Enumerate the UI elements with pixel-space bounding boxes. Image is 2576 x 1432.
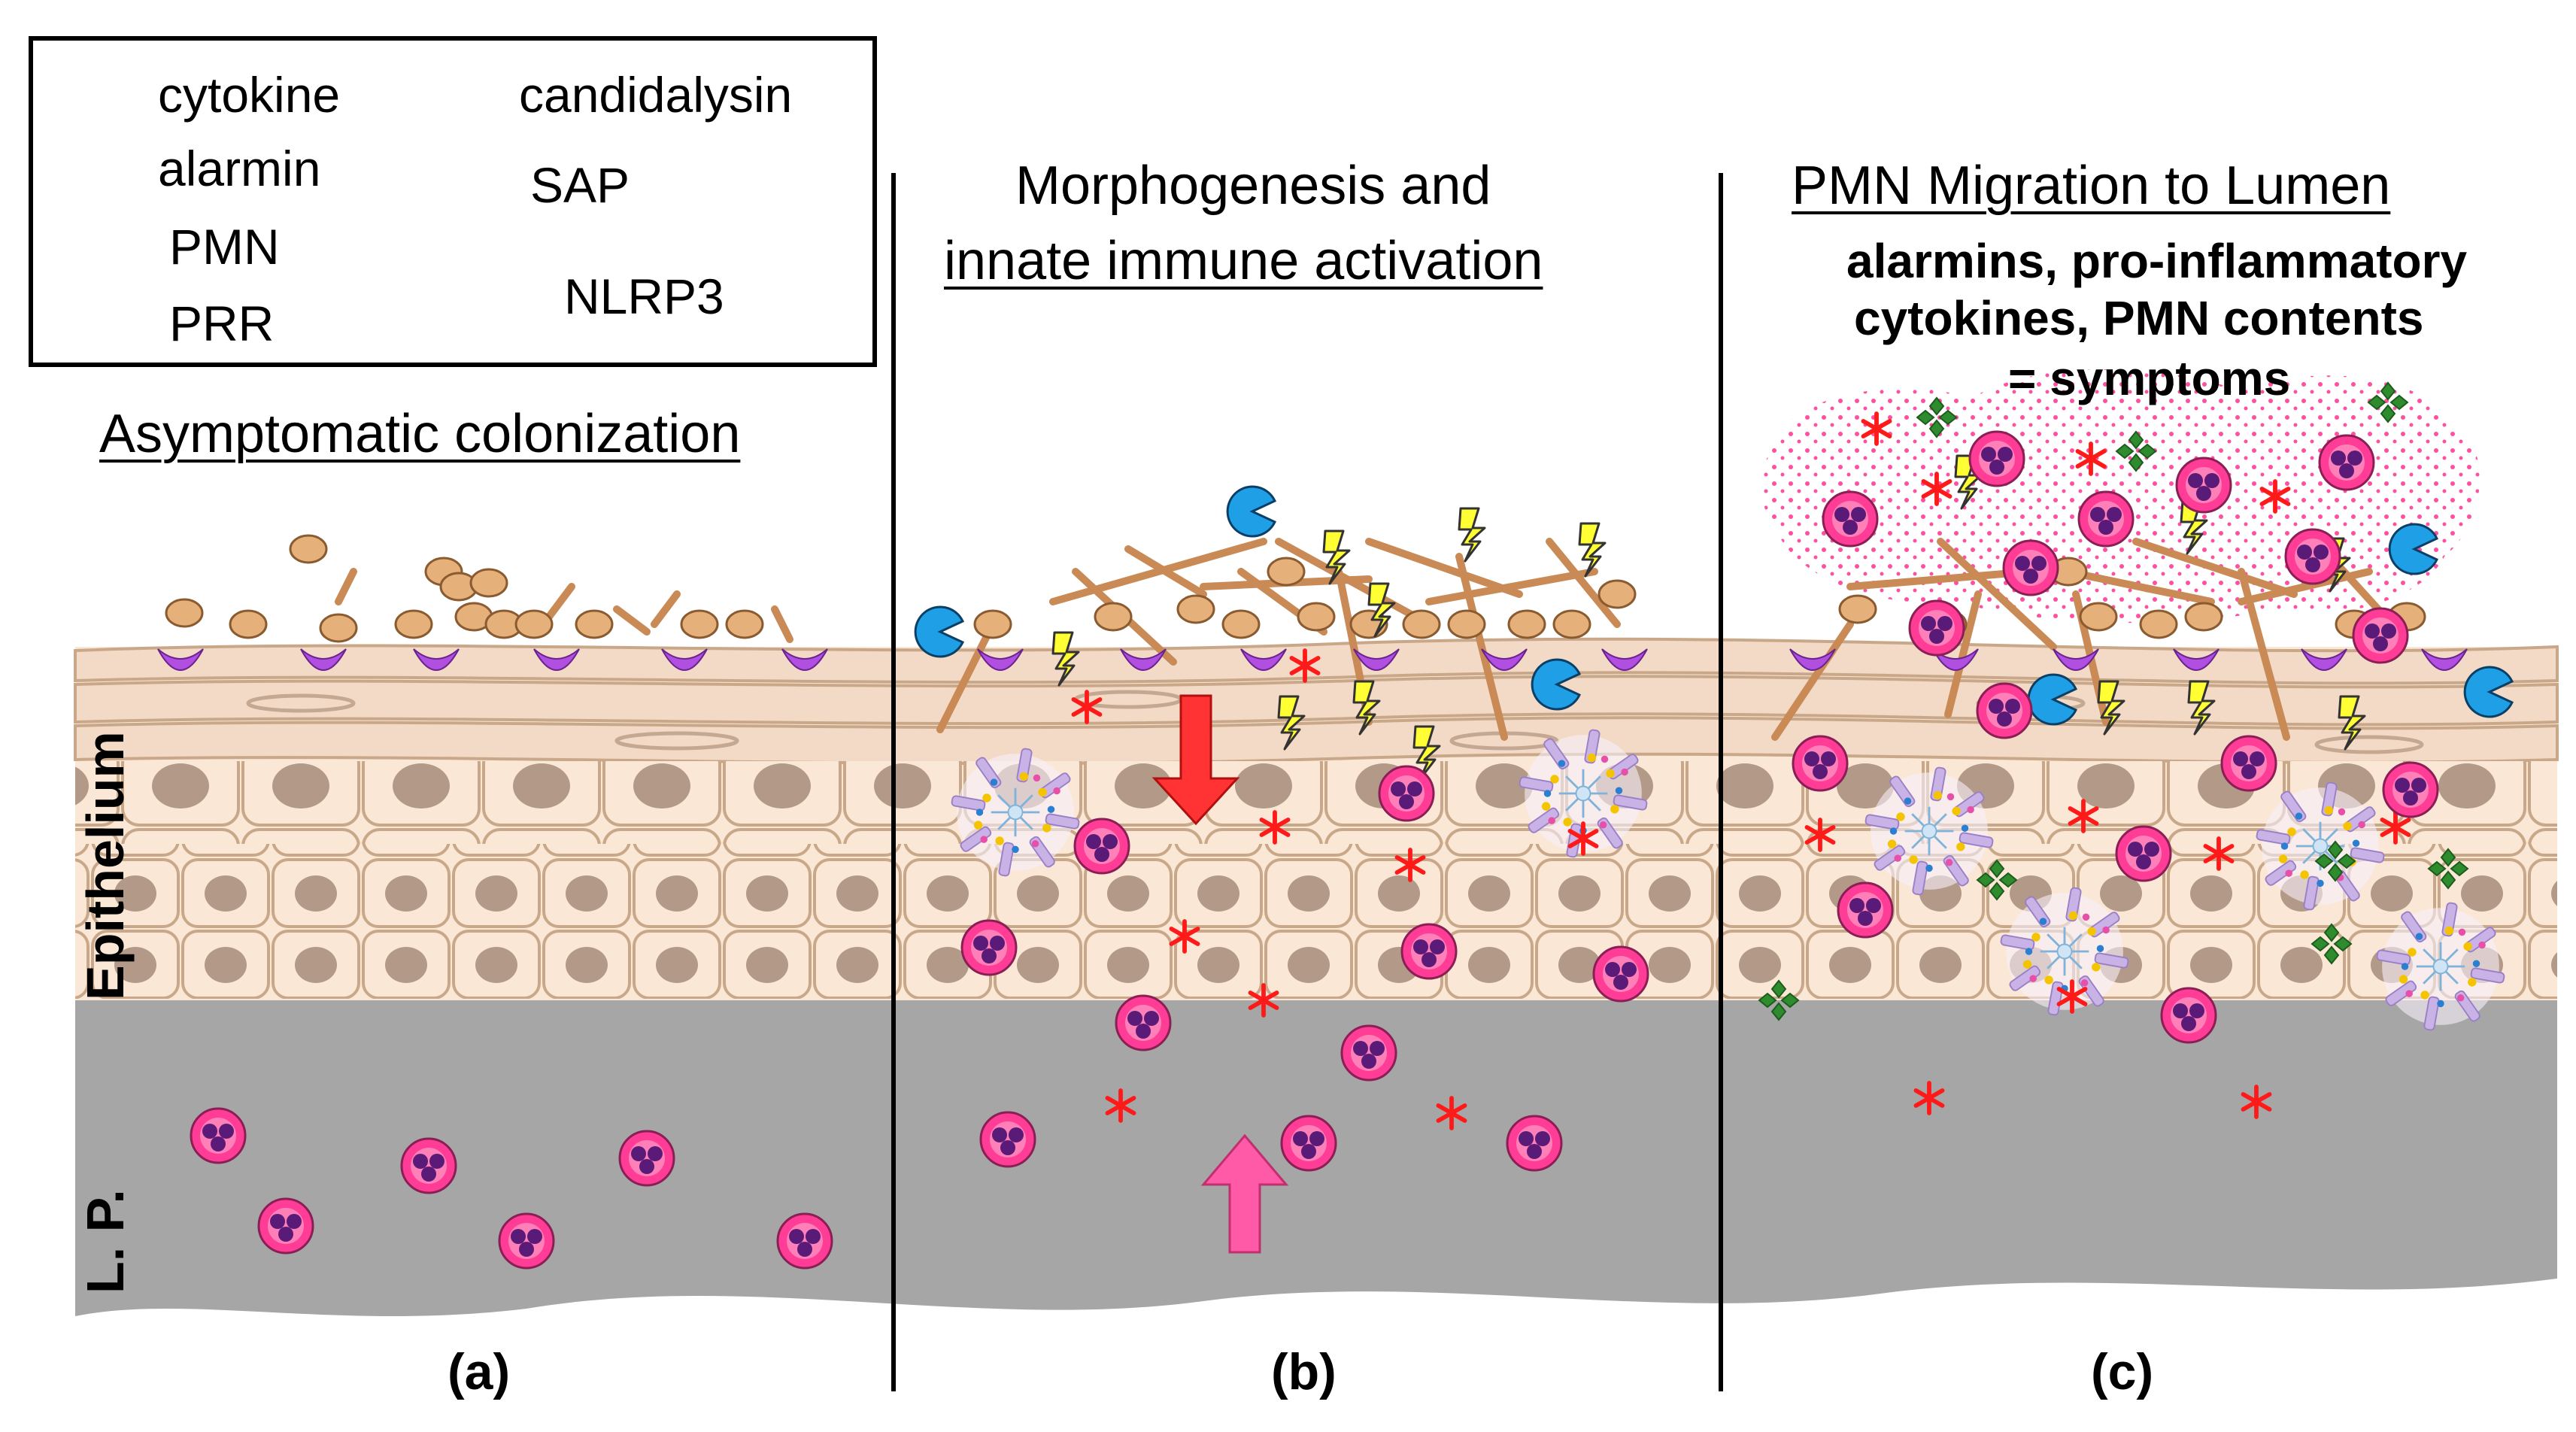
panel-label-a: (a) — [448, 1343, 511, 1400]
legend-label-cytokine: cytokine — [158, 67, 341, 123]
panel-label-c: (c) — [2091, 1343, 2154, 1400]
cell-row-2 — [75, 844, 2557, 925]
symptoms-note-line3: = symptoms — [2008, 351, 2291, 405]
heading-panel-b-line2: innate immune activation — [944, 231, 1543, 291]
panel-label-b: (b) — [1271, 1343, 1337, 1400]
heading-panel-a: Asymptomatic colonization — [99, 404, 741, 464]
side-label-lp: L. P. — [76, 1189, 135, 1294]
legend-label-pmn: PMN — [169, 219, 280, 275]
cell-row-1 — [75, 761, 2557, 844]
heading-panel-b-line1: Morphogenesis and — [1015, 156, 1491, 216]
downward-arrow — [1151, 694, 1240, 826]
legend-label-alarmin: alarmin — [158, 141, 321, 196]
symptoms-note-line2: cytokines, PMN contents — [1854, 291, 2424, 345]
side-label-epithelium: Epithelium — [76, 731, 135, 1000]
legend-label-sap: SAP — [530, 157, 630, 213]
heading-panel-c: PMN Migration to Lumen — [1792, 156, 2391, 216]
symptoms-note-line1: alarmins, pro-inflammatory — [1846, 234, 2468, 288]
legend-box — [29, 36, 877, 367]
legend-label-candidalysin: candidalysin — [519, 67, 793, 123]
legend-label-prr: PRR — [169, 296, 275, 351]
cell-row-3 — [75, 924, 2557, 999]
legend-label-nlrp3: NLRP3 — [564, 268, 724, 324]
upward-arrow — [1200, 1133, 1289, 1254]
